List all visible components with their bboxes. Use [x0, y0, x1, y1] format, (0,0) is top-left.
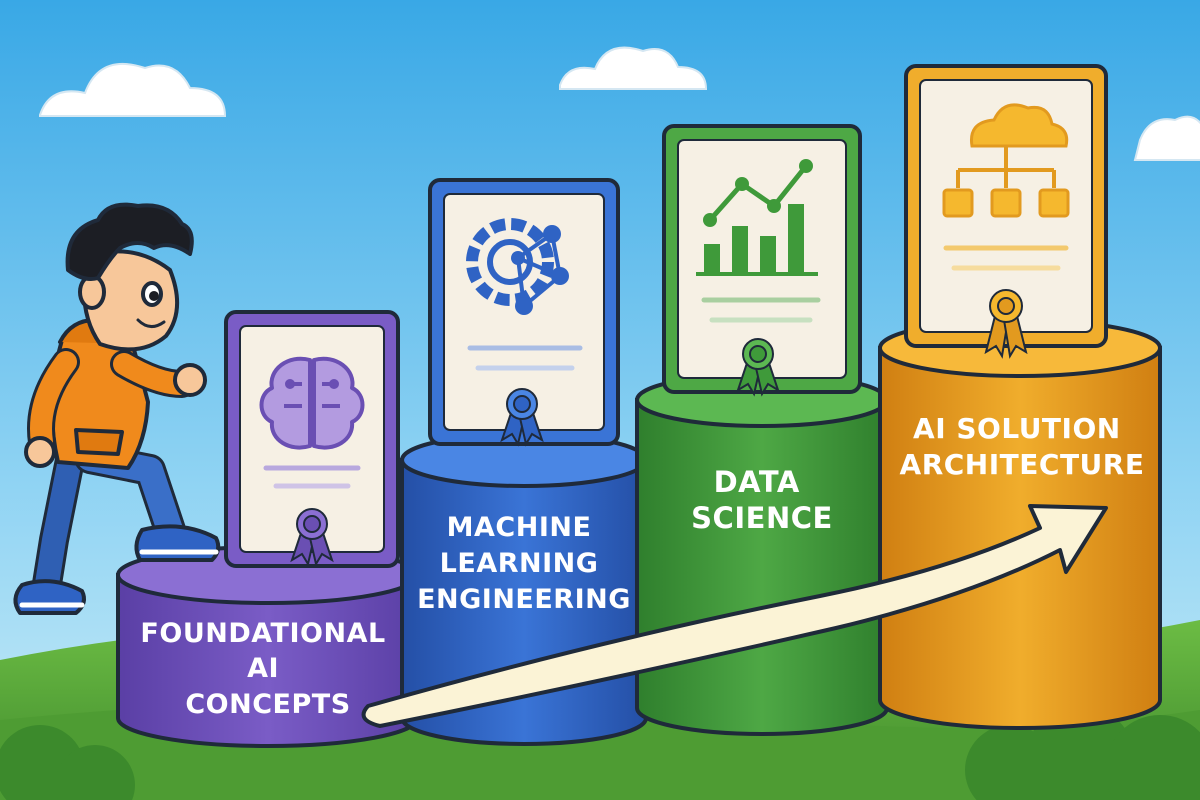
stage-label-foundational: FOUNDATIONAL AI CONCEPTS — [140, 618, 395, 720]
award-ribbon-icon — [736, 338, 780, 397]
chart-icon — [696, 159, 818, 276]
podium-ai-architecture — [878, 318, 1162, 730]
character-climbing — [13, 202, 221, 615]
certificate-card-ai-architecture — [904, 64, 1108, 359]
gear-network-icon — [466, 218, 569, 315]
cloud-icon — [39, 62, 227, 117]
podium-data-science — [635, 372, 889, 736]
hair — [65, 202, 194, 281]
cloud-icon — [559, 46, 708, 90]
stage-label-ml-engineering: MACHINE LEARNING ENGINEERING — [417, 512, 631, 615]
award-ribbon-icon — [500, 388, 544, 447]
bush — [0, 705, 1200, 800]
certificate-card-data-science — [662, 124, 862, 397]
certificate-card-foundational — [224, 310, 400, 568]
certificate-card-ml-engineering — [428, 178, 620, 447]
award-ribbon-icon — [984, 289, 1028, 359]
brain-icon — [259, 356, 365, 450]
cloud-hierarchy-icon — [942, 103, 1070, 218]
shoe — [134, 524, 221, 562]
stage-label-data-science: DATA SCIENCE — [691, 465, 833, 535]
award-ribbon-icon — [290, 508, 334, 567]
stage-label-ai-architecture: AI SOLUTION ARCHITECTURE — [900, 412, 1145, 481]
cloud-icon — [1133, 115, 1200, 161]
progress-arrow — [361, 504, 1108, 728]
shoe — [13, 579, 86, 615]
